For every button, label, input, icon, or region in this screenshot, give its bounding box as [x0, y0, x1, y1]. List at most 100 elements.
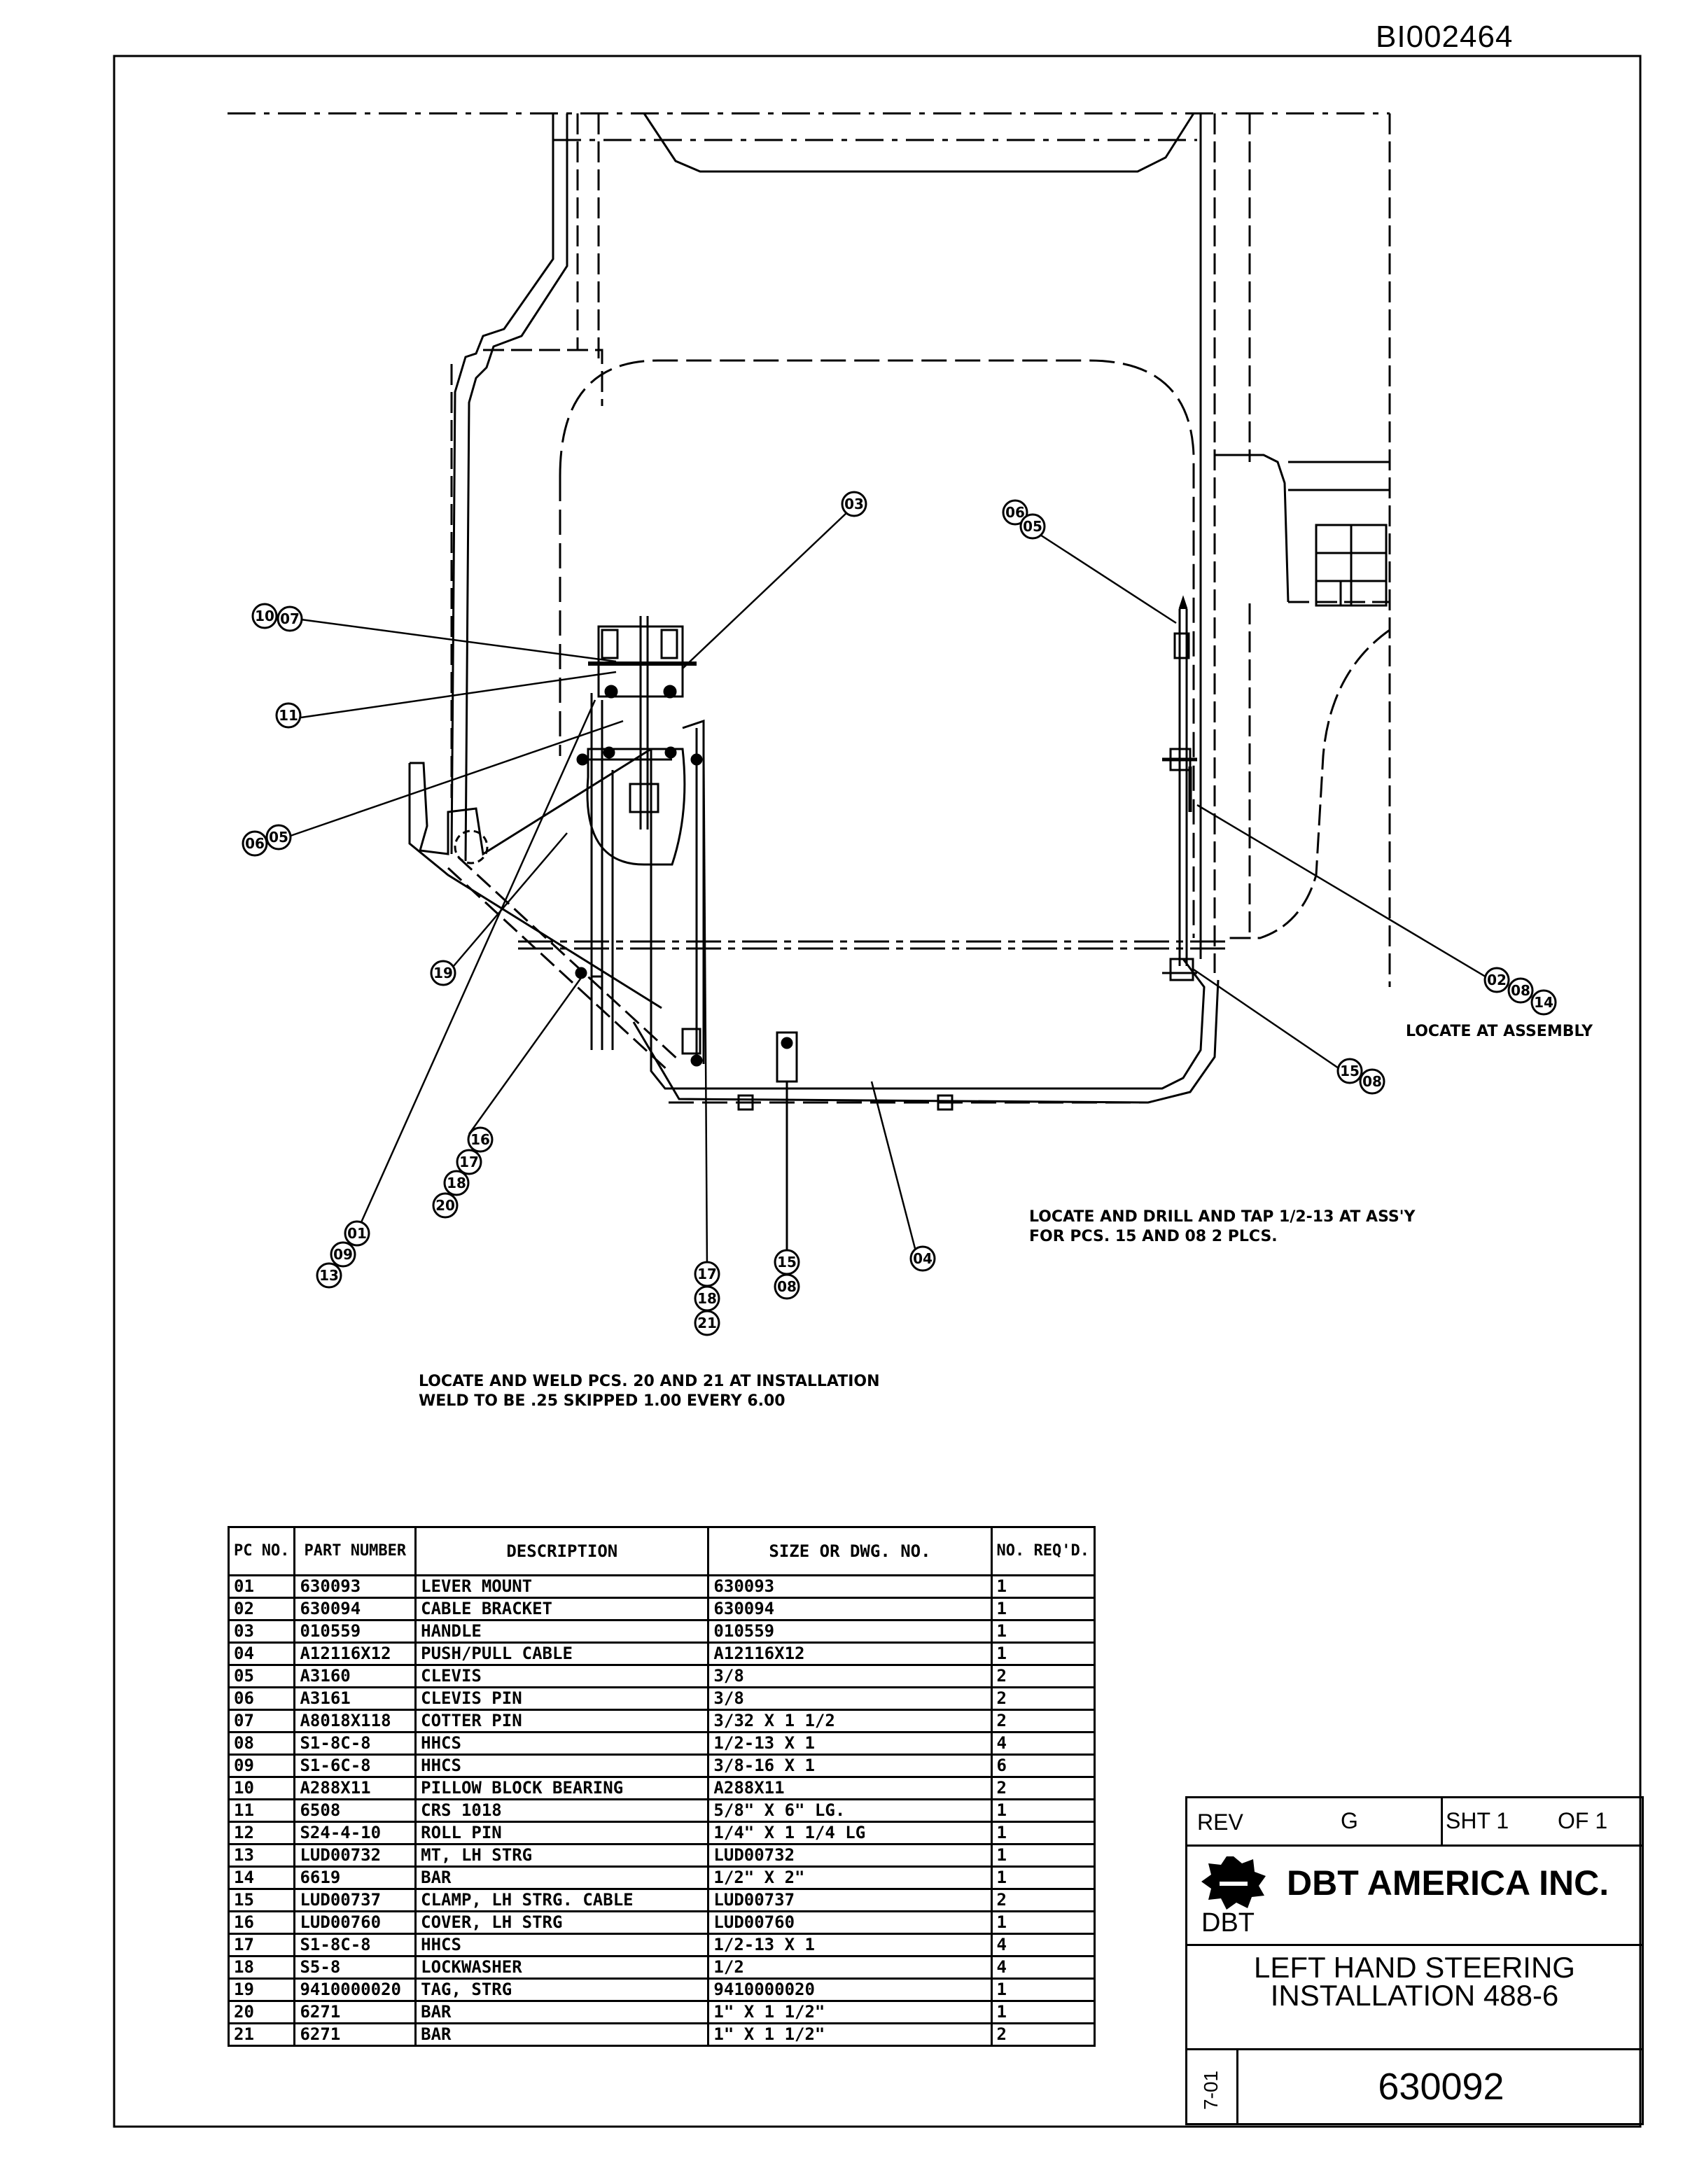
date-code-cell	[1185, 2048, 1238, 2125]
svg-text:03: 03	[844, 496, 864, 512]
cell-pc-no: 09	[227, 1754, 296, 1778]
leader-lines	[288, 512, 1492, 1271]
cell-description: BAR	[414, 2000, 710, 2024]
callout-07: 07	[277, 606, 303, 632]
cell-pc-no: 12	[227, 1821, 296, 1845]
svg-text:13: 13	[319, 1267, 339, 1284]
cell-description: COVER, LH STRG	[414, 1910, 710, 1935]
cell-size: 630094	[707, 1597, 993, 1621]
cell-description: LEVER MOUNT	[414, 1574, 710, 1599]
sheet-total: OF 1	[1558, 1808, 1608, 1833]
cell-size: 3/8-16 X 1	[707, 1754, 993, 1778]
cell-description: HANDLE	[414, 1619, 710, 1644]
cell-pc-no: 20	[227, 2000, 296, 2024]
header-part-number: PART NUMBER	[293, 1526, 417, 1576]
cell-qty: 1	[990, 1910, 1096, 1935]
cell-pc-no: 04	[227, 1642, 296, 1666]
svg-text:08: 08	[1511, 982, 1530, 999]
cell-size: 9410000020	[707, 1977, 993, 2002]
cell-description: CRS 1018	[414, 1798, 710, 1823]
callout-08: 08	[774, 1273, 800, 1300]
cell-size: LUD00737	[707, 1888, 993, 1912]
drawing-title-line2: INSTALLATION 488-6	[1270, 1979, 1559, 2012]
drawing-title-line1: LEFT HAND STEERING	[1254, 1951, 1575, 1984]
callout-19: 19	[430, 960, 456, 986]
cell-qty: 2	[990, 1664, 1096, 1688]
cell-size: 3/8	[707, 1686, 993, 1711]
cell-qty: 1	[990, 1642, 1096, 1666]
cell-qty: 2	[990, 1776, 1096, 1800]
cell-pc-no: 14	[227, 1865, 296, 1890]
cell-description: CLEVIS PIN	[414, 1686, 710, 1711]
date-code: 7-01	[1200, 2070, 1222, 2110]
cell-pc-no: 21	[227, 2022, 296, 2047]
sheet-number: SHT 1	[1446, 1808, 1509, 1833]
callout-06: 06	[242, 830, 268, 857]
cell-pc-no: 05	[227, 1664, 296, 1688]
cell-qty: 4	[990, 1933, 1096, 1957]
cell-part-number: 9410000020	[293, 1977, 417, 2002]
cell-qty: 2	[990, 1888, 1096, 1912]
callout-17: 17	[694, 1261, 720, 1287]
svg-text:17: 17	[459, 1154, 479, 1170]
svg-text:16: 16	[470, 1131, 490, 1148]
callout-04: 04	[909, 1245, 936, 1272]
cell-qty: 4	[990, 1731, 1096, 1756]
svg-text:14: 14	[1534, 994, 1553, 1011]
cell-pc-no: 16	[227, 1910, 296, 1935]
cell-qty: 1	[990, 1619, 1096, 1644]
svg-text:11: 11	[279, 707, 298, 724]
cell-part-number: S1-8C-8	[293, 1933, 417, 1957]
cell-description: BAR	[414, 1865, 710, 1890]
cell-pc-no: 10	[227, 1776, 296, 1800]
cell-description: CLAMP, LH STRG. CABLE	[414, 1888, 710, 1912]
cell-pc-no: 13	[227, 1843, 296, 1868]
callout-03: 03	[841, 491, 867, 517]
svg-text:09: 09	[333, 1246, 353, 1263]
header-size: SIZE OR DWG. NO.	[707, 1526, 993, 1576]
rev-value: G	[1341, 1808, 1358, 1833]
cell-size: 5/8" X 6" LG.	[707, 1798, 993, 1823]
header-description: DESCRIPTION	[414, 1526, 710, 1576]
callout-10: 10	[251, 603, 278, 629]
cell-qty: 1	[990, 2000, 1096, 2024]
cell-description: CABLE BRACKET	[414, 1597, 710, 1621]
note-drill-and-tap: LOCATE AND DRILL AND TAP 1/2-13 AT ASS'Y…	[1029, 1208, 1416, 1245]
svg-text:01: 01	[347, 1225, 367, 1242]
cell-pc-no: 02	[227, 1597, 296, 1621]
cell-description: TAG, STRG	[414, 1977, 710, 2002]
cell-part-number: S1-6C-8	[293, 1754, 417, 1778]
cell-pc-no: 03	[227, 1619, 296, 1644]
cell-part-number: 6271	[293, 2022, 417, 2047]
cell-part-number: 6508	[293, 1798, 417, 1823]
callout-15: 15	[1336, 1058, 1363, 1084]
cell-part-number: LUD00732	[293, 1843, 417, 1868]
note-weld: LOCATE AND WELD PCS. 20 AND 21 AT INSTAL…	[419, 1373, 880, 1410]
cell-part-number: S5-8	[293, 1955, 417, 1980]
callout-14: 14	[1530, 989, 1557, 1016]
rev-label: REV	[1197, 1809, 1243, 1835]
cell-pc-no: 17	[227, 1933, 296, 1957]
svg-text:02: 02	[1487, 972, 1507, 988]
svg-text:04: 04	[913, 1250, 933, 1267]
svg-text:07: 07	[280, 610, 300, 627]
cell-size: 1/2	[707, 1955, 993, 1980]
cell-pc-no: 01	[227, 1574, 296, 1599]
svg-text:19: 19	[433, 965, 453, 981]
title-cell	[1185, 1944, 1644, 2050]
cell-part-number: 630094	[293, 1597, 417, 1621]
cell-part-number: A3160	[293, 1664, 417, 1688]
cell-size: A288X11	[707, 1776, 993, 1800]
cell-pc-no: 06	[227, 1686, 296, 1711]
callout-05: 05	[265, 824, 292, 850]
header-qty: NO. REQ'D.	[990, 1526, 1096, 1576]
